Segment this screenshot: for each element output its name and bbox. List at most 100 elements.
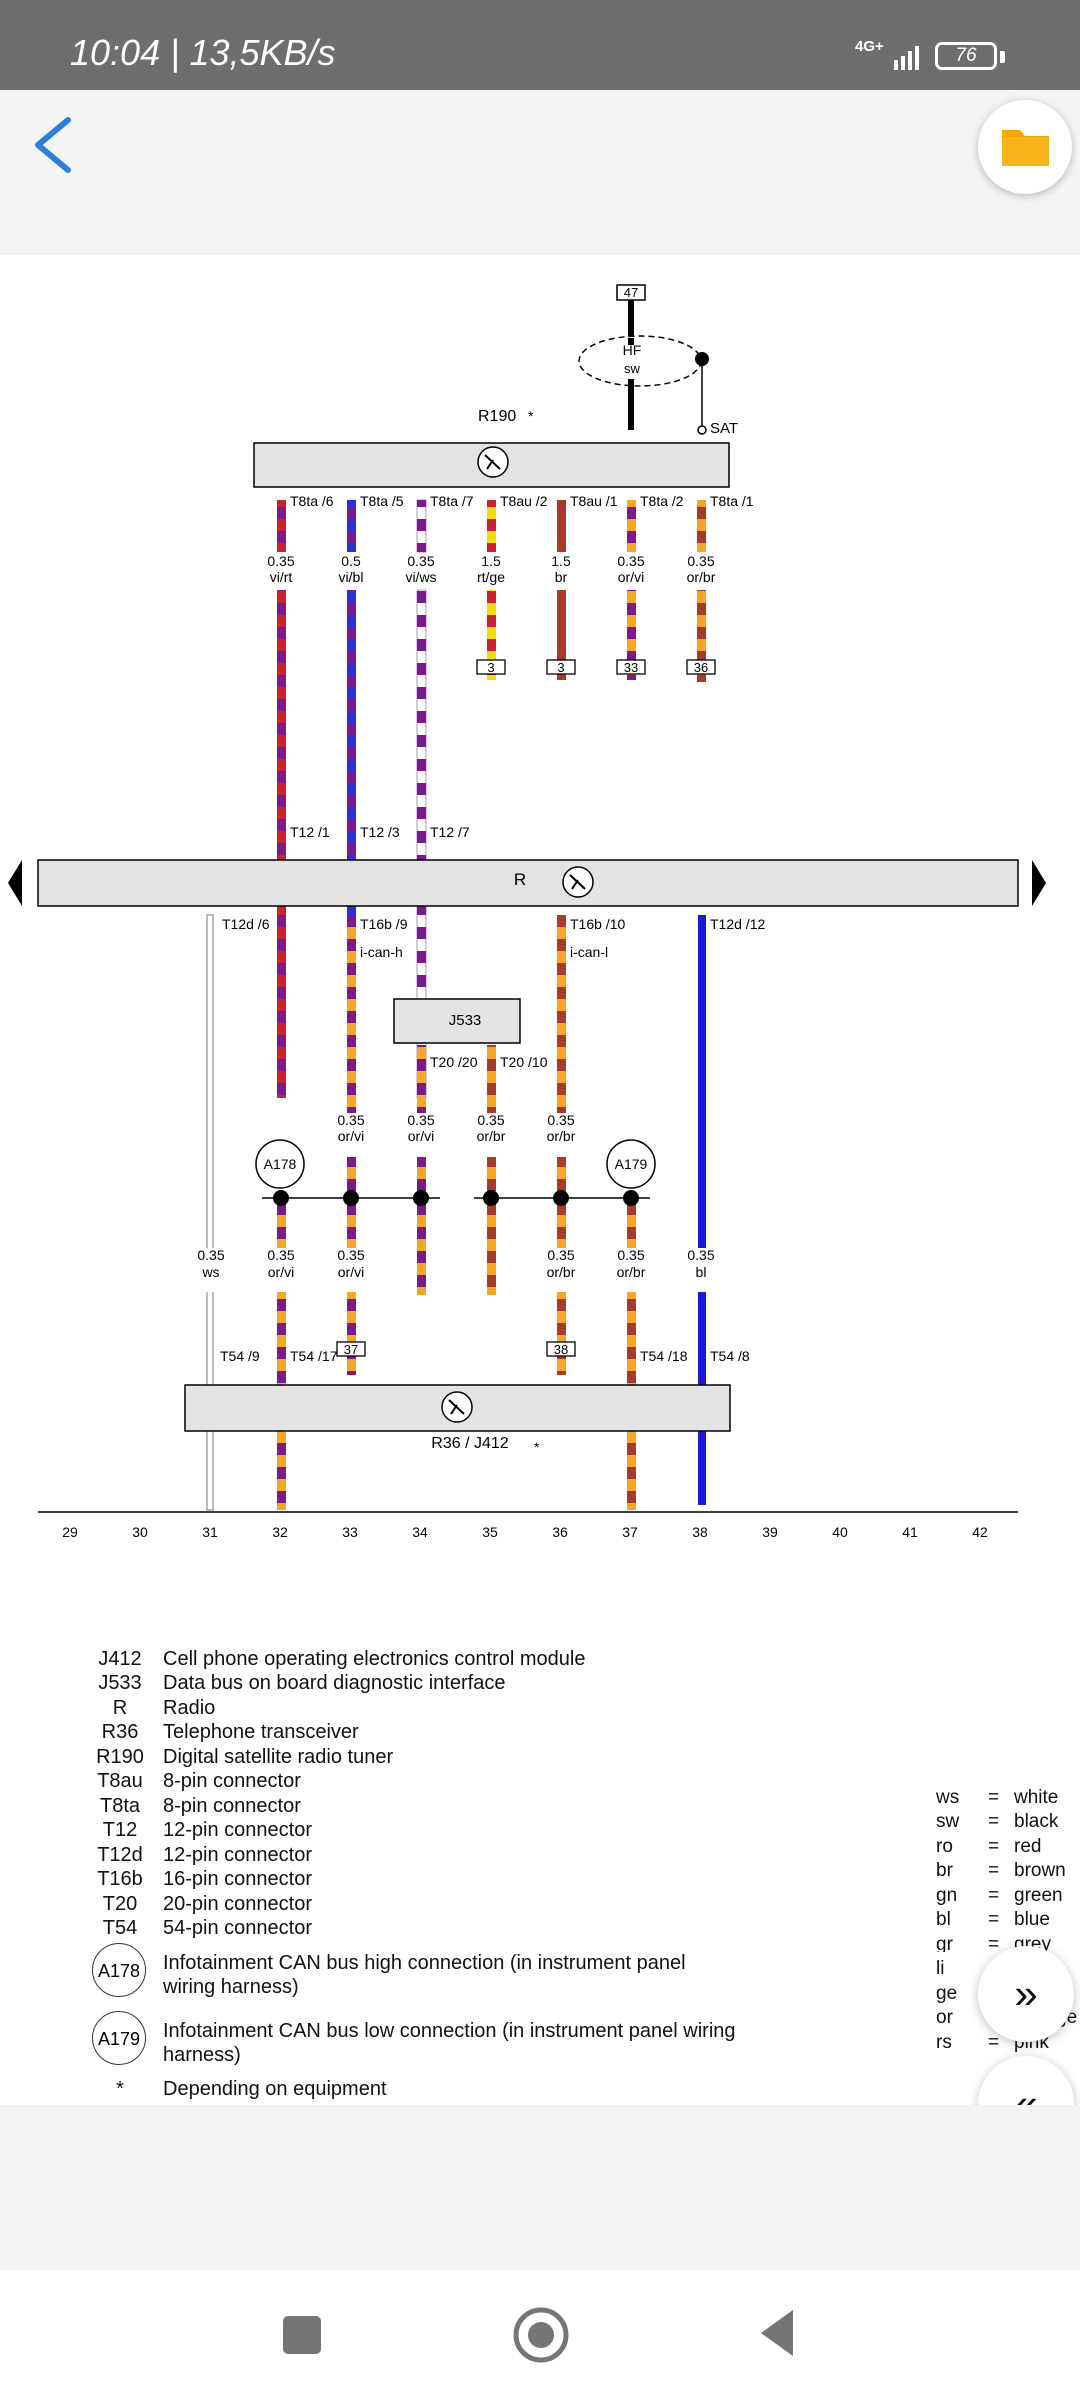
pin-label: T8au /1 <box>570 493 618 509</box>
wire-gauge: 0.5 <box>341 553 361 569</box>
wire-color: or/vi <box>408 1128 434 1144</box>
j533-block <box>393 998 521 1044</box>
legend-code: R190 <box>96 1746 144 1768</box>
wire-gauge: 0.35 <box>197 1247 224 1263</box>
pin-label: T54 /17 <box>290 1348 338 1364</box>
a178-label: A178 <box>264 1156 297 1172</box>
folder-icon <box>1002 130 1049 166</box>
color-abbr: li <box>936 1958 945 1979</box>
legend-desc: Infotainment CAN bus high connection (in… <box>163 1952 686 1974</box>
legend-desc: Infotainment CAN bus low connection (in … <box>163 2020 736 2042</box>
color-abbr: ws <box>936 1787 960 1808</box>
wire-color: or/vi <box>338 1128 364 1144</box>
wire-gauge: 0.35 <box>477 1112 504 1128</box>
folder-button[interactable] <box>978 100 1072 194</box>
legend-desc: Depending on equipment <box>163 2078 387 2100</box>
top-toolbar <box>0 90 1080 255</box>
a179-label: A179 <box>615 1156 648 1172</box>
pin-label: T20 /10 <box>500 1054 548 1070</box>
legend-desc: Digital satellite radio tuner <box>163 1746 394 1768</box>
legend-desc: Cell phone operating electronics control… <box>163 1648 586 1670</box>
pin-label: T8ta /6 <box>290 493 334 509</box>
legend-code: R36 <box>101 1721 139 1743</box>
scale-number: 33 <box>342 1524 358 1540</box>
color-name: red <box>1014 1836 1042 1857</box>
recents-icon[interactable] <box>283 2316 321 2354</box>
legend-desc: 20-pin connector <box>163 1893 312 1915</box>
pin-sub: i-can-l <box>570 944 608 960</box>
diagram-svg: 47 HF sw SAT R190 * T8ta /6 T8ta /5 T8ta… <box>8 284 1046 1540</box>
color-abbr: rs <box>936 2032 952 2053</box>
prev-page-icon[interactable] <box>8 860 22 906</box>
wire-gauge: 0.35 <box>407 1112 434 1128</box>
color-key-row: gr=grey <box>936 1934 1066 1952</box>
wire-gauge: 0.35 <box>267 1247 294 1263</box>
legend-desc: 8-pin connector <box>163 1770 301 1792</box>
color-key-row: orge <box>936 2007 1077 2029</box>
legend-code: T12d <box>97 1844 143 1866</box>
wire-color: or/br <box>547 1128 576 1144</box>
color-abbr: gr <box>936 1934 953 1952</box>
scale-number: 37 <box>622 1524 638 1540</box>
wire-color: or/br <box>687 569 716 585</box>
legend-desc: wiring harness) <box>163 1976 299 1998</box>
wire-gauge: 0.35 <box>617 553 644 569</box>
color-abbr: br <box>936 1860 953 1881</box>
wire-color: or/br <box>547 1264 576 1280</box>
home-icon[interactable] <box>512 2306 570 2364</box>
wire-color: bl <box>696 1264 707 1280</box>
optional-mark: * <box>528 408 534 424</box>
chevron-left-icon[interactable] <box>24 100 84 190</box>
wiring-diagram: 47 HF sw SAT R190 * T8ta /6 T8ta /5 T8ta… <box>0 255 1080 2105</box>
battery-icon: 76 <box>935 42 997 70</box>
back-triangle-icon[interactable] <box>757 2308 797 2358</box>
scale-number: 34 <box>412 1524 428 1540</box>
color-name: white <box>1014 1787 1059 1808</box>
scale-number: 42 <box>972 1524 988 1540</box>
legend-desc: harness) <box>163 2044 241 2066</box>
color-key-row: bl=blue <box>936 1909 1050 1930</box>
color-abbr: or <box>936 2007 953 2028</box>
scale-numbers: 29 30 31 32 33 34 35 36 37 38 39 40 41 4… <box>62 1524 988 1540</box>
legend-desc: 16-pin connector <box>163 1868 312 1890</box>
scale-number: 35 <box>482 1524 498 1540</box>
top-pin-labels: T8ta /6 T8ta /5 T8ta /7 T8au /2 T8au /1 … <box>290 493 754 509</box>
wire-gauge: 0.35 <box>617 1247 644 1263</box>
legend-code: T8au <box>97 1770 143 1792</box>
wire-color: vi/ws <box>405 569 436 585</box>
pin-sub: i-can-h <box>360 944 403 960</box>
ref-label: 47 <box>624 285 638 300</box>
legend-code: R <box>112 1697 128 1719</box>
wire-color: rt/ge <box>477 569 505 585</box>
ref-label: 36 <box>694 660 708 675</box>
legend-desc: 12-pin connector <box>163 1819 312 1841</box>
wire-color: or/vi <box>338 1264 364 1280</box>
pin-label: T12d /6 <box>222 916 270 932</box>
sat-label: SAT <box>710 420 738 437</box>
wire-gauge: 0.35 <box>687 1247 714 1263</box>
hf-label: HF <box>623 342 642 358</box>
scale-number: 31 <box>202 1524 218 1540</box>
scale-number: 41 <box>902 1524 918 1540</box>
wire-gauge: 0.35 <box>267 553 294 569</box>
ref-label: 37 <box>344 1342 358 1357</box>
pin-label: T16b /10 <box>570 916 625 932</box>
color-name: black <box>1014 1811 1059 1832</box>
a179-connection <box>606 1139 656 1189</box>
wire-gauge: 1.5 <box>551 553 571 569</box>
mid-wire-specs: 0.35 or/vi 0.35 or/vi 0.35 or/br 0.35 or… <box>330 1112 582 1157</box>
next-button[interactable]: » <box>978 1946 1074 2042</box>
j533-label: J533 <box>449 1012 482 1029</box>
scale-number: 29 <box>62 1524 78 1540</box>
wire-gauge: 1.5 <box>481 553 501 569</box>
pin-label: T12 /3 <box>360 824 400 840</box>
ref-label: 3 <box>557 660 564 675</box>
color-abbr: ge <box>936 1983 958 2004</box>
next-page-icon[interactable] <box>1032 860 1046 906</box>
ref-label: 33 <box>624 660 638 675</box>
scale-number: 30 <box>132 1524 148 1540</box>
wire-gauge: 0.35 <box>547 1112 574 1128</box>
color-name: green <box>1014 1885 1063 1906</box>
scale-number: 36 <box>552 1524 568 1540</box>
pin-label: T8au /2 <box>500 493 548 509</box>
